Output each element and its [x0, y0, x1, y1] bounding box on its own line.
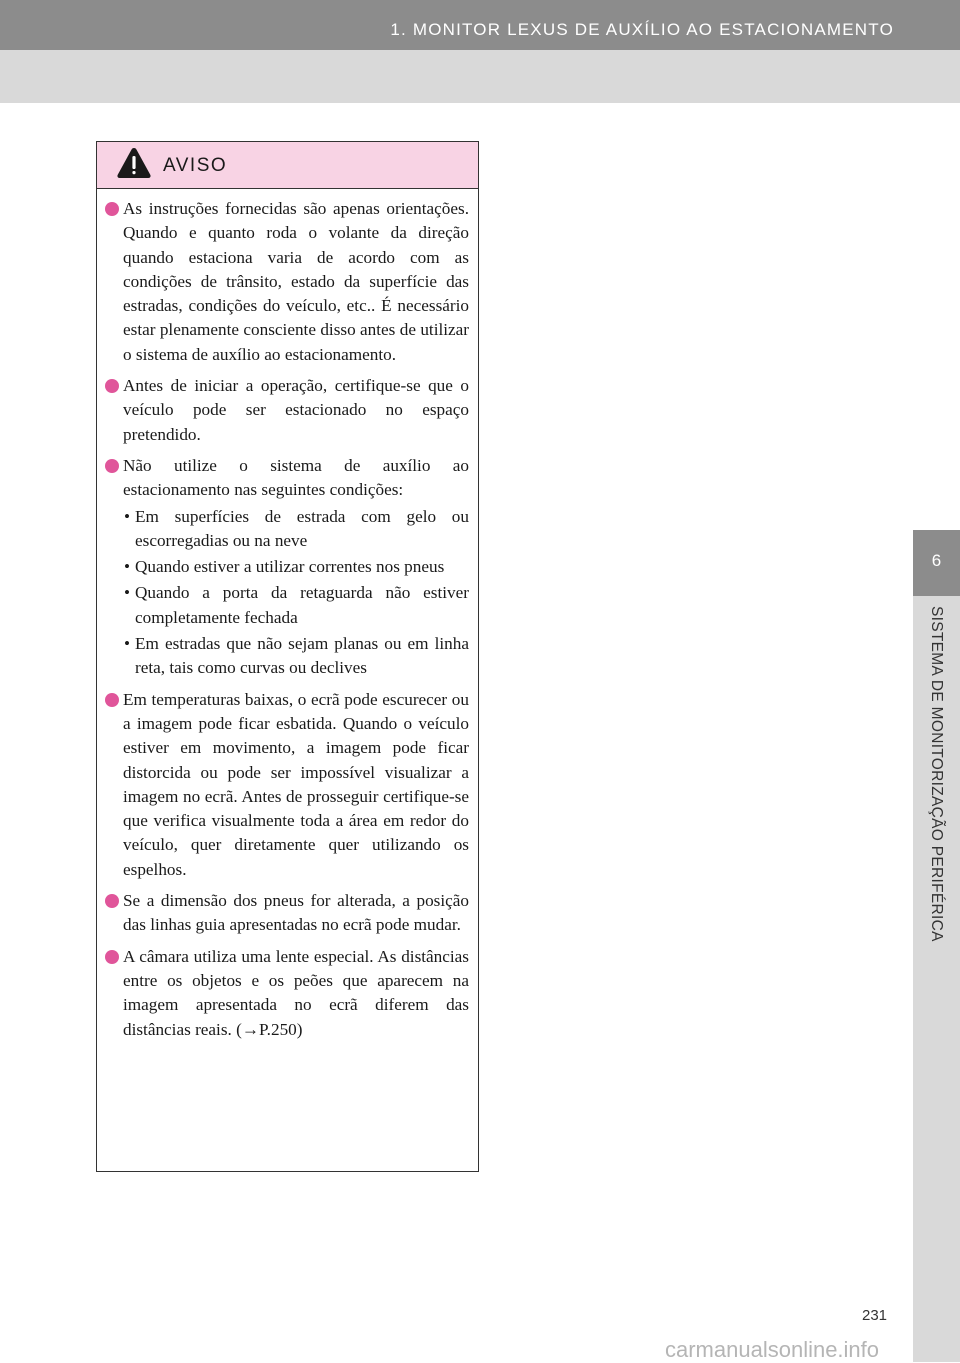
- warning-item-text: A câmara utiliza uma lente especial. As …: [123, 946, 469, 1039]
- bullet-icon: [105, 692, 119, 707]
- section-title: 1. MONITOR LEXUS DE AUXÍLIO AO ESTACIONA…: [390, 20, 894, 39]
- bullet-icon: [105, 949, 119, 964]
- bullet-icon: [105, 202, 119, 216]
- chapter-tab[interactable]: 6: [913, 530, 960, 596]
- condition-item: • Quando estiver a utilizar correntes no…: [105, 555, 469, 579]
- warning-item: A câmara utiliza uma lente especial. As …: [105, 945, 469, 1042]
- condition-text: Quando estiver a utilizar correntes nos …: [135, 557, 445, 577]
- condition-item: • Em superfícies de estrada com gelo ou …: [105, 505, 469, 554]
- dot-icon: •: [124, 557, 131, 577]
- bullet-icon: [105, 894, 119, 909]
- warning-title: AVISO: [163, 155, 228, 176]
- warning-item-text: Em temperaturas baixas, o ecrã pode escu…: [123, 689, 469, 879]
- warning-item-text: Antes de iniciar a operação, certifique-…: [123, 376, 469, 444]
- chapter-label: SISTEMA DE MONITORIZAÇÃO PERIFÉRICA: [928, 606, 945, 942]
- dot-icon: •: [124, 583, 131, 603]
- chapter-strip: [913, 596, 960, 1362]
- chapter-number: 6: [931, 551, 942, 570]
- bullet-icon: [105, 458, 119, 473]
- dot-icon: •: [124, 634, 131, 654]
- warning-item-text: Se a dimensão dos pneus for alterada, a …: [123, 891, 469, 935]
- warning-item-text: Não utilize o sistema de auxílio ao esta…: [123, 455, 469, 500]
- bullet-icon: [105, 379, 119, 394]
- warning-box: AVISO As instruções fornecidas são apena…: [96, 141, 479, 1172]
- warning-item: Se a dimensão dos pneus for alterada, a …: [105, 889, 469, 938]
- condition-item: • Quando a porta da retaguarda não estiv…: [105, 581, 469, 630]
- dot-icon: •: [124, 506, 131, 526]
- header-band: [0, 50, 960, 103]
- warning-header: AVISO: [97, 142, 478, 189]
- warning-item: As instruções fornecidas são apenas orie…: [105, 197, 469, 367]
- warning-item: Antes de iniciar a operação, certifique-…: [105, 374, 469, 447]
- warning-item: Em temperaturas baixas, o ecrã pode escu…: [105, 688, 469, 882]
- condition-text: Quando a porta da retaguarda não estiver…: [135, 583, 469, 627]
- page-number: 231: [862, 1307, 888, 1324]
- condition-text: Em superfícies de estrada com gelo ou es…: [135, 506, 469, 550]
- warning-item-text: As instruções fornecidas são apenas orie…: [123, 199, 469, 364]
- warning-body: As instruções fornecidas são apenas orie…: [97, 189, 478, 1042]
- condition-item: • Em estradas que não sejam planas ou em…: [105, 632, 469, 681]
- condition-text: Em estradas que não sejam planas ou em l…: [135, 634, 469, 678]
- watermark: carmanualsonline.info: [665, 1337, 880, 1362]
- header-bar: 1. MONITOR LEXUS DE AUXÍLIO AO ESTACIONA…: [0, 0, 960, 50]
- warning-triangle-icon: [117, 148, 151, 178]
- warning-item: Não utilize o sistema de auxílio ao esta…: [105, 454, 469, 681]
